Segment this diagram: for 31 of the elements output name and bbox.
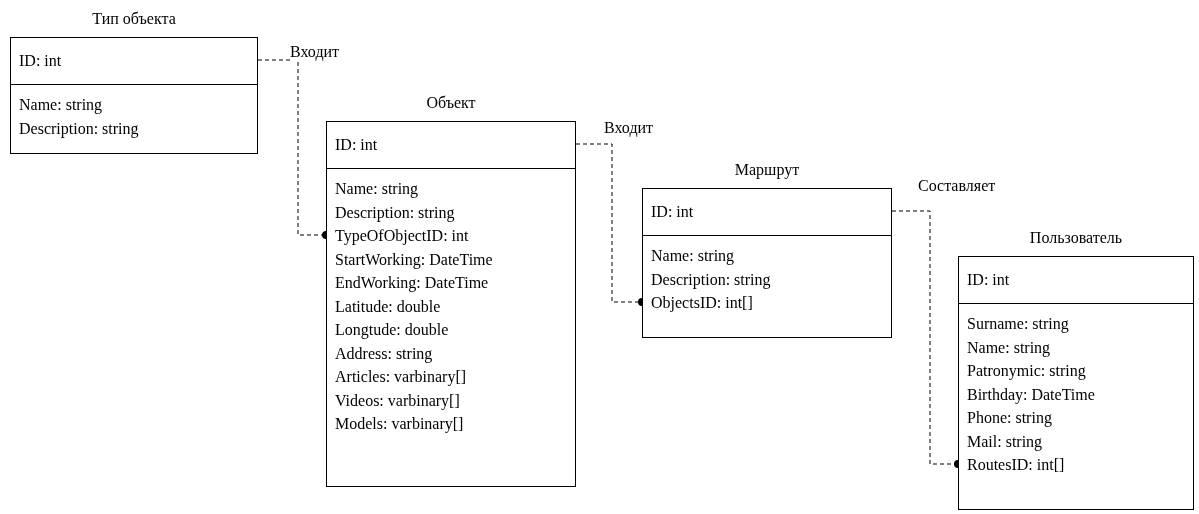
key-field: ID: int xyxy=(959,269,1018,291)
key-field: ID: int xyxy=(327,134,386,156)
entity-name: Маршрут xyxy=(733,160,801,180)
field-row-text: Description: string xyxy=(18,118,140,140)
field-row-text: Videos: varbinary[] xyxy=(334,390,461,412)
entity-name: Пользователь xyxy=(1028,228,1124,248)
field-row-text: Birthday: DateTime xyxy=(966,384,1096,406)
entity-name: Тип объекта xyxy=(91,9,177,29)
field-row-text: Name: string xyxy=(334,179,420,200)
field-row-text: Surname: string xyxy=(966,314,1070,335)
field-row-text: Phone: string xyxy=(966,408,1053,429)
field-row-text: ObjectsID: int[] xyxy=(650,293,754,314)
field-row-text: Models: varbinary[] xyxy=(334,414,465,435)
field-row-text: Name: string xyxy=(650,246,736,267)
field-row-text: Articles: varbinary[] xyxy=(334,367,468,388)
field-row-text: Latitude: double xyxy=(334,296,442,317)
field-row-text: RoutesID: int[] xyxy=(966,455,1066,475)
field-row-text: Longtude: double xyxy=(334,320,450,341)
field-row-text: Mail: string xyxy=(966,431,1044,453)
field-row-text: Name: string xyxy=(18,95,104,116)
field-row-text: StartWorking: DateTime xyxy=(334,249,494,271)
field-row-text: Name: string xyxy=(966,337,1052,359)
field-row-text: Description: string xyxy=(650,269,772,291)
field-row-text: Address: string xyxy=(334,343,434,365)
field-row-text: TypeOfObjectID: int xyxy=(334,226,470,247)
entity-name: Объект xyxy=(425,93,477,113)
field-row-text: Description: string xyxy=(334,202,456,224)
field-row-text: Patronymic: string xyxy=(966,361,1087,382)
key-field: ID: int xyxy=(643,201,702,223)
field-row-text: EndWorking: DateTime xyxy=(334,273,490,294)
key-field: ID: int xyxy=(11,50,70,72)
